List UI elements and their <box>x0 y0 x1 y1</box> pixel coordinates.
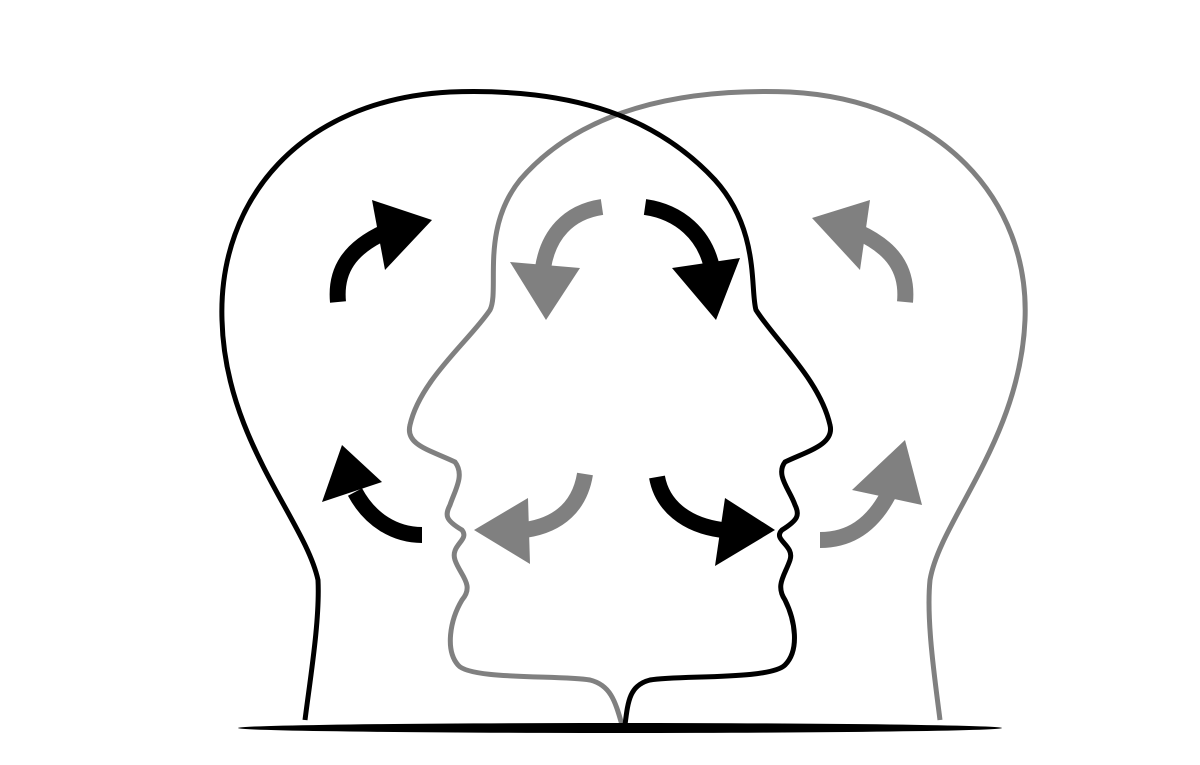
left-head-outline <box>219 89 833 726</box>
gray-arrow-top-middle <box>510 199 604 320</box>
gray-arrow-top-right <box>812 200 914 303</box>
black-arrow-lower-middle <box>649 475 775 566</box>
black-arrow-lower-left <box>322 445 423 543</box>
gray-arrow-lower-middle <box>474 472 593 564</box>
black-arrow-top-left <box>329 200 432 303</box>
gray-arrow-lower-right <box>819 440 922 548</box>
black-arrow-top-middle <box>643 199 740 320</box>
right-head-outline <box>406 89 1028 726</box>
base-line <box>238 723 1002 733</box>
